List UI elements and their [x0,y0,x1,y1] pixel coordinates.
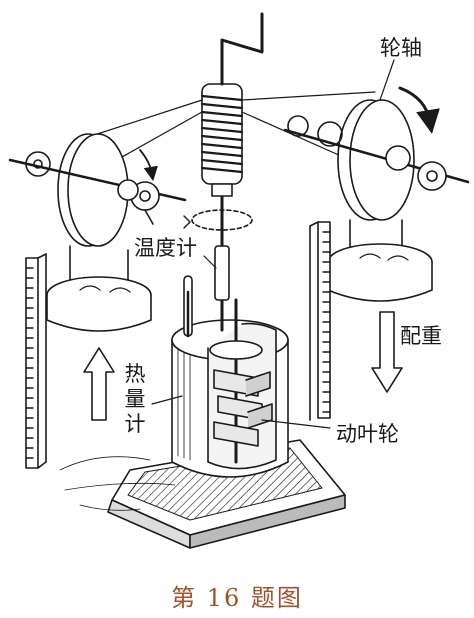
down-arrow [371,311,403,393]
calorimeter-label-char: 量 [124,387,146,411]
left-counterweight [46,245,152,332]
calorimeter-label-char: 计 [124,412,146,436]
central-shaft [183,188,253,332]
up-arrow [83,347,115,421]
paddle-wheel [209,298,273,464]
left-axle-wheel [8,133,187,247]
calorimeter-label: 热 量 计 [124,362,146,437]
counterweight-label: 配重 [400,324,442,348]
thermometer [183,275,193,338]
right-axle-wheel [283,86,470,221]
axle-label: 轮轴 [380,36,422,60]
crank-handle [220,12,264,86]
paddle-wheel-label: 动叶轮 [336,422,399,446]
string-drum [200,83,244,197]
figure-caption: 第 16 题图 [171,584,303,612]
leader-lines [151,59,395,429]
right-scale [309,221,331,421]
left-scale [25,253,47,469]
calorimeter-label-char: 热 [124,362,146,386]
thermometer-label: 温度计 [134,236,197,260]
right-counterweight [327,219,433,302]
